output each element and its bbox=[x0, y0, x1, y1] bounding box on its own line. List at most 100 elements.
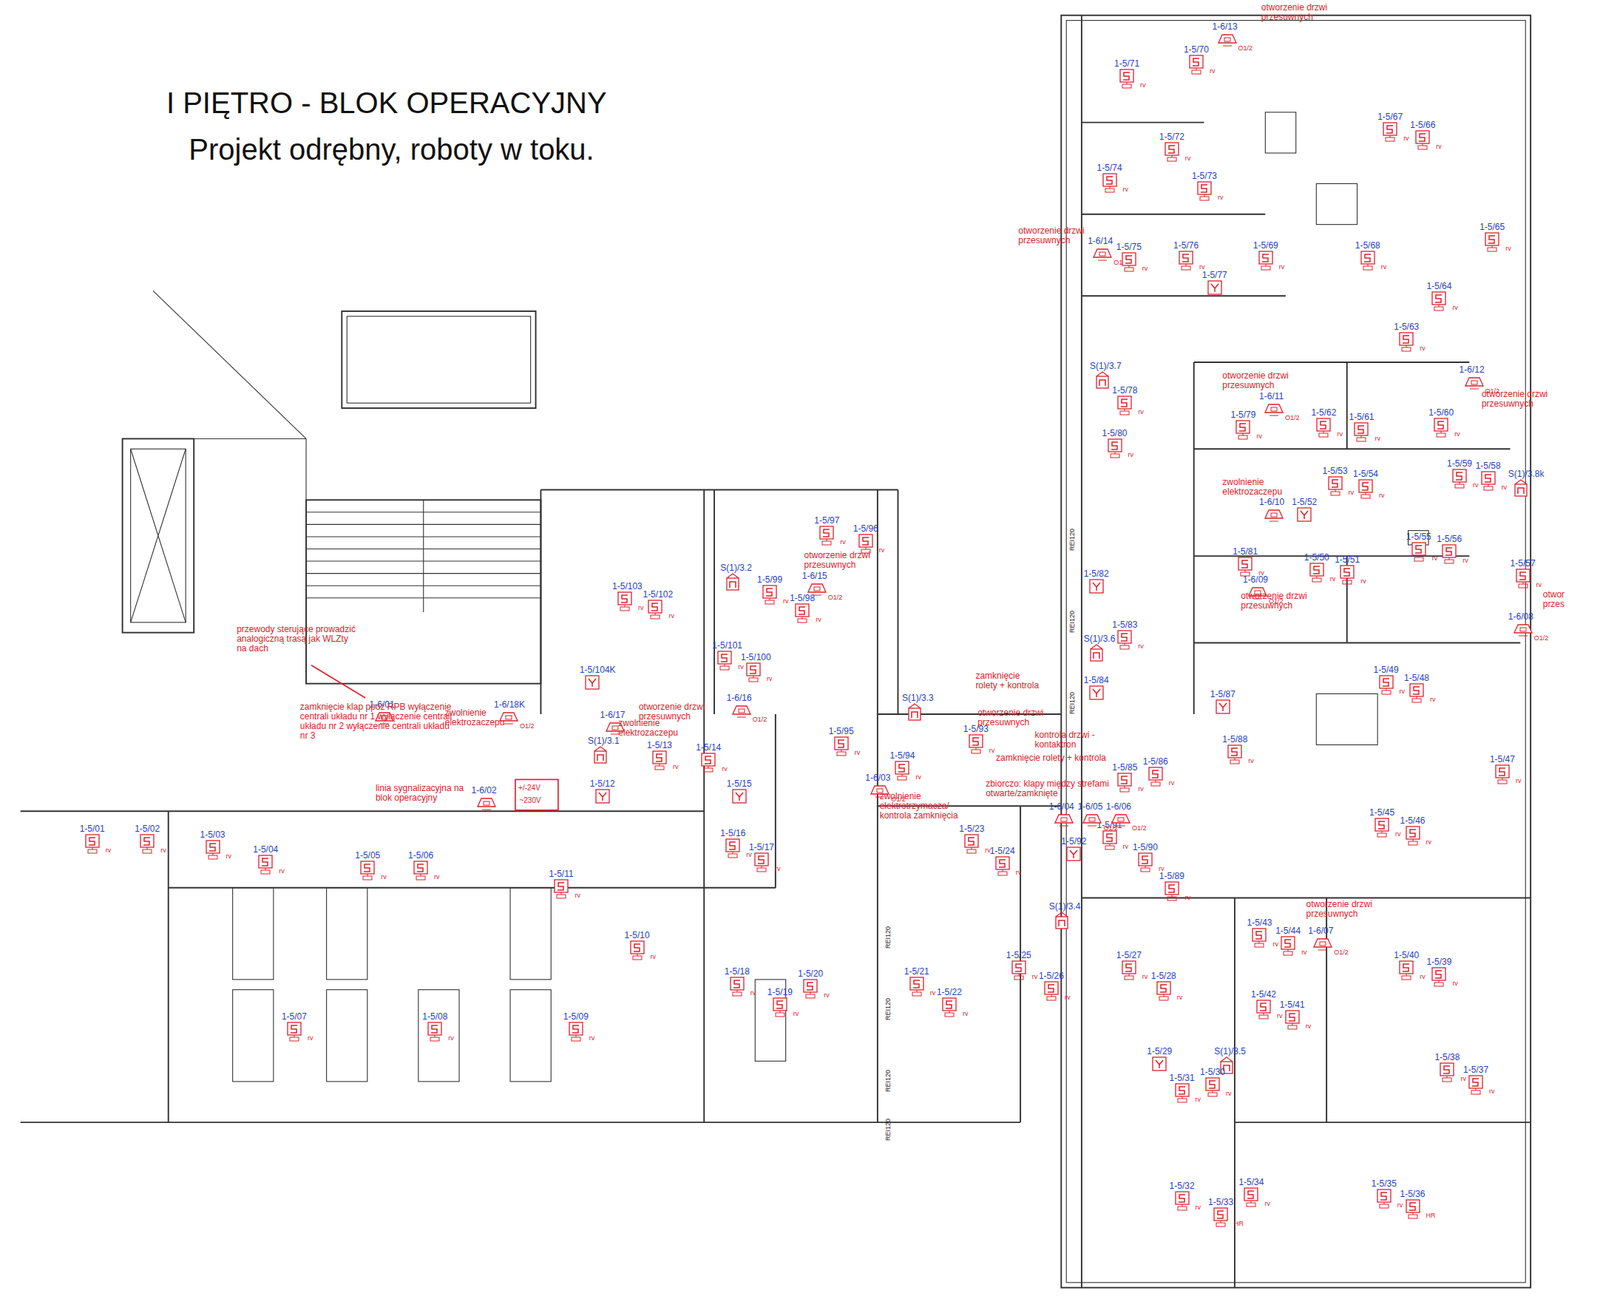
detector-symbol: S(1)/3.8k bbox=[1508, 469, 1545, 500]
callout-number: 1-5/58 bbox=[1475, 461, 1501, 471]
callout-number: 1-5/21 bbox=[904, 967, 930, 977]
symbol-row: rv bbox=[1378, 675, 1406, 696]
symbol-row: rv bbox=[941, 997, 969, 1018]
callout-number: S(1)/3.2 bbox=[720, 563, 752, 574]
symbol-subscript: rv bbox=[1140, 81, 1147, 89]
detector-icon bbox=[1120, 252, 1142, 273]
symbol-subscript: rv bbox=[1301, 948, 1308, 957]
callout-number: 1-5/20 bbox=[797, 969, 823, 979]
note-text: zamknięcie rolety + kontrola bbox=[975, 671, 1041, 691]
detector-icon bbox=[1414, 130, 1436, 151]
symbol-subscript: rv bbox=[589, 1034, 596, 1042]
detector-symbol: 1-6/06O1/2 bbox=[1106, 802, 1147, 832]
detector-icon bbox=[1339, 564, 1360, 585]
detector-icon bbox=[1212, 1207, 1234, 1228]
callout-number: 1-5/94 bbox=[889, 751, 915, 761]
wall-rating: REI120 bbox=[883, 1118, 894, 1141]
symbol-row: rv bbox=[963, 834, 991, 854]
symbol-subscript: rv bbox=[226, 852, 233, 860]
callout-number: 1-5/77 bbox=[1202, 270, 1228, 281]
symbol-row: rv bbox=[1483, 232, 1512, 253]
symbol-subscript: rv bbox=[1195, 1095, 1202, 1104]
callout-number: 1-5/34 bbox=[1238, 1177, 1264, 1188]
detector-symbol: 1-5/65rv bbox=[1479, 222, 1512, 253]
symbol-subscript: rv bbox=[1348, 488, 1355, 497]
detector-symbol: 1-5/08rv bbox=[422, 1012, 454, 1042]
symbol-row: rv bbox=[1177, 250, 1206, 271]
detector-icon bbox=[1214, 699, 1236, 720]
detector-icon bbox=[1357, 479, 1379, 500]
detector-symbol: S(1)/3.6 bbox=[1083, 634, 1116, 664]
detector-icon bbox=[204, 839, 226, 860]
detector-icon bbox=[84, 834, 105, 854]
callout-number: 1-5/88 bbox=[1222, 734, 1248, 745]
detector-symbol: 1-6/08O1/2 bbox=[1508, 612, 1549, 642]
detector-symbol: 1-5/103rv bbox=[612, 581, 644, 612]
detector-icon bbox=[1398, 960, 1419, 981]
symbol-row: rv bbox=[1398, 331, 1426, 352]
detector-symbol: 1-5/46rv bbox=[1400, 816, 1433, 846]
callout-number: 1-5/50 bbox=[1304, 553, 1330, 563]
detector-icon bbox=[616, 591, 638, 612]
symbol-row: HR bbox=[1404, 1199, 1436, 1220]
detector-icon bbox=[1467, 1075, 1489, 1096]
callout-number: 1-5/45 bbox=[1369, 808, 1395, 818]
callout-number: 1-5/29 bbox=[1146, 1046, 1172, 1057]
detector-symbol: 1-5/01rv bbox=[79, 824, 112, 854]
note-text: otworzenie drzwi przesuwnych bbox=[977, 708, 1072, 728]
symbol-subscript: rv bbox=[854, 748, 861, 757]
callout-number: 1-5/32 bbox=[1169, 1181, 1195, 1192]
detector-icon bbox=[1463, 374, 1485, 395]
callout-number: 1-6/04 bbox=[1049, 802, 1075, 812]
callout-number: 1-5/47 bbox=[1489, 754, 1515, 765]
detector-icon bbox=[1410, 541, 1432, 562]
symbol-subscript: rv bbox=[721, 765, 728, 773]
symbol-subscript: rv bbox=[448, 1034, 454, 1042]
symbol-row: rv bbox=[1116, 395, 1144, 416]
callout-number: 1-5/24 bbox=[990, 846, 1016, 857]
detector-symbol: 1-5/03rv bbox=[200, 830, 233, 860]
detector-symbol: 1-5/41rv bbox=[1279, 1000, 1312, 1030]
detector-symbol: 1-5/64rv bbox=[1426, 281, 1459, 312]
symbol-subscript: rv bbox=[1142, 973, 1149, 981]
symbol-subscript: rv bbox=[1032, 973, 1039, 981]
detector-icon bbox=[941, 997, 962, 1018]
symbol-subscript: rv bbox=[879, 546, 886, 554]
detector-icon bbox=[359, 860, 381, 881]
callout-number: 1-5/13 bbox=[646, 740, 673, 751]
detector-symbol: 1-6/02 bbox=[471, 785, 497, 816]
detector-icon bbox=[1204, 1077, 1226, 1098]
symbol-row: rv bbox=[893, 760, 922, 781]
detector-symbol: 1-5/21rv bbox=[904, 967, 937, 997]
symbol-row: rv bbox=[1010, 960, 1039, 981]
callout-number: 1-6/11 bbox=[1259, 391, 1284, 402]
symbol-row: rv bbox=[1408, 683, 1436, 704]
detector-icon bbox=[1120, 960, 1142, 981]
detector-symbol: 1-5/87 bbox=[1210, 689, 1236, 720]
callout-number: 1-5/67 bbox=[1377, 112, 1403, 122]
callout-number: 1-5/15 bbox=[726, 779, 752, 789]
symbol-row: rv bbox=[729, 976, 757, 997]
note-text: zwolnienie elektrotrzymacza/ kontrola za… bbox=[879, 791, 962, 821]
detector-icon bbox=[1296, 507, 1317, 528]
symbol-row bbox=[476, 795, 497, 816]
symbol-row: rv bbox=[818, 525, 846, 546]
symbol-subscript: rv bbox=[307, 1034, 314, 1042]
detector-symbol: 1-5/39rv bbox=[1426, 957, 1459, 988]
detector-icon bbox=[651, 750, 673, 771]
detector-symbol: 1-5/23rv bbox=[958, 824, 991, 854]
symbol-row: rv bbox=[567, 1021, 596, 1042]
callout-number: 1-5/28 bbox=[1151, 971, 1177, 982]
symbol-row bbox=[1512, 479, 1534, 500]
symbol-row: rv bbox=[359, 860, 387, 881]
symbol-row bbox=[1206, 280, 1228, 301]
symbol-subscript: O1/2 bbox=[1285, 414, 1300, 422]
callout-number: S(1)/3.7 bbox=[1089, 361, 1122, 372]
wall-rating: REI120 bbox=[1067, 692, 1078, 715]
callout-number: 1-5/35 bbox=[1371, 1179, 1397, 1189]
symbol-row: rv bbox=[1279, 936, 1308, 957]
detector-icon bbox=[1398, 331, 1419, 352]
callout-number: 1-5/01 bbox=[79, 824, 105, 835]
symbol-subscript: rv bbox=[1123, 185, 1130, 193]
detector-icon bbox=[1251, 927, 1272, 948]
